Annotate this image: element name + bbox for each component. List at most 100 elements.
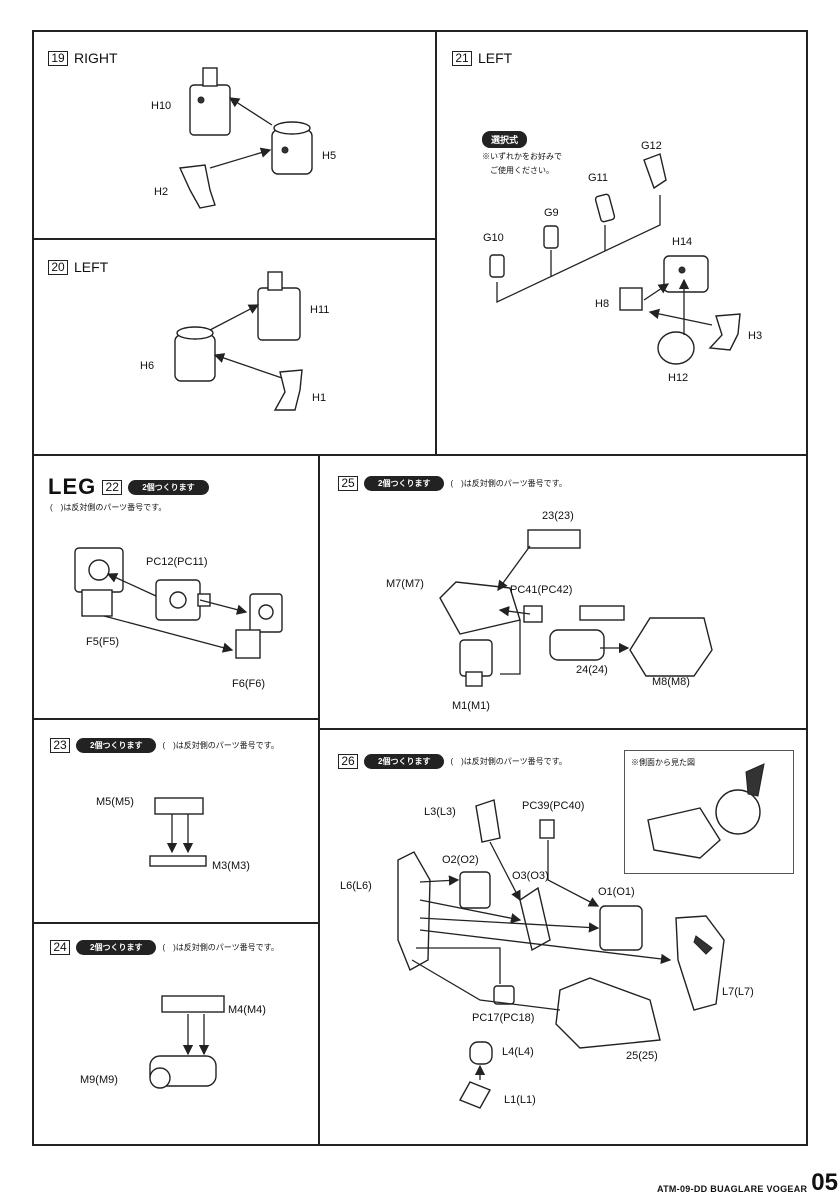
optional-badge: 選択式 bbox=[482, 131, 528, 148]
label-m9: M9(M9) bbox=[80, 1074, 118, 1086]
step-26-header: 26 2個つくります ( )は反対側のパーツ番号です。 bbox=[338, 754, 567, 769]
step-20-header: 20 LEFT bbox=[48, 259, 108, 275]
label-f6: F6(F6) bbox=[232, 678, 265, 690]
side-view-inset: ※側面から見た図 bbox=[624, 750, 794, 874]
label-l6: L6(L6) bbox=[340, 880, 372, 892]
label-pc41: PC41(PC42) bbox=[510, 584, 573, 596]
assembly-arrow bbox=[419, 929, 672, 965]
label-h12: H12 bbox=[668, 372, 689, 384]
optional-parts-callout: 選択式 ※いずれかをお好みで ご使用ください。 bbox=[482, 130, 562, 176]
assembly-arrow bbox=[497, 545, 531, 592]
page-number: 05 bbox=[811, 1169, 838, 1196]
page-footer: ATM-09-DD BUAGLARE VOGEAR 05 bbox=[656, 1169, 838, 1196]
part-g9 bbox=[543, 225, 559, 249]
part-h5 bbox=[271, 121, 313, 175]
assembly-line bbox=[416, 947, 501, 984]
opposite-side-note: ( )は反対側のパーツ番号です。 bbox=[162, 943, 279, 952]
assembly-arrow bbox=[209, 304, 260, 331]
side-view-note: ※側面から見た図 bbox=[631, 758, 695, 767]
assembly-arrow bbox=[103, 615, 234, 653]
step-number: 20 bbox=[48, 259, 68, 275]
step-26-panel bbox=[318, 728, 808, 1146]
step-24-header: 24 2個つくります ( )は反対側のパーツ番号です。 bbox=[50, 940, 279, 955]
part-pc12 bbox=[155, 579, 211, 621]
part-m5 bbox=[154, 797, 204, 815]
label-h3: H3 bbox=[748, 330, 763, 342]
label-pc12: PC12(PC11) bbox=[146, 556, 208, 568]
part-h2 bbox=[178, 164, 216, 209]
part-pc17 bbox=[493, 985, 515, 1005]
assembly-arrow bbox=[419, 875, 460, 886]
assembly-arrow bbox=[419, 899, 522, 924]
part-h11 bbox=[257, 271, 301, 341]
label-o1: O1(O1) bbox=[598, 886, 635, 898]
label-h6: H6 bbox=[140, 360, 155, 372]
assembly-line bbox=[500, 620, 521, 675]
step-21-header: 21 LEFT bbox=[452, 50, 512, 66]
label-g10: G10 bbox=[483, 232, 504, 244]
part-m3 bbox=[149, 855, 207, 867]
step-number: 22 bbox=[102, 479, 123, 495]
assembly-arrow bbox=[228, 97, 273, 126]
opposite-side-note: ( )は反対側のパーツ番号です。 bbox=[450, 479, 567, 488]
assembly-arrow bbox=[489, 841, 521, 902]
step-19-header: 19 RIGHT bbox=[48, 50, 118, 66]
label-l3: L3(L3) bbox=[424, 806, 456, 818]
assembly-line bbox=[411, 959, 561, 1011]
make-two-badge: 2個つくります bbox=[128, 479, 209, 495]
label-g12: G12 bbox=[641, 140, 662, 152]
part-pc39 bbox=[539, 819, 555, 839]
step-25-header: 25 2個つくります ( )は反対側のパーツ番号です。 bbox=[338, 476, 567, 491]
label-h10: H10 bbox=[151, 100, 172, 112]
make-two-badge: 2個つくります bbox=[364, 476, 445, 491]
part-h6 bbox=[174, 326, 216, 382]
part-m4 bbox=[161, 995, 225, 1013]
label-ref-25: 25(25) bbox=[626, 1050, 658, 1062]
label-l1: L1(L1) bbox=[504, 1094, 536, 1106]
label-m4: M4(M4) bbox=[228, 1004, 266, 1016]
step-number: 23 bbox=[50, 738, 70, 753]
part-ref-23 bbox=[527, 529, 581, 549]
opposite-side-note: ( )は反対側のパーツ番号です。 bbox=[450, 757, 567, 766]
step-22-header: LEG 22 2個つくります bbox=[48, 474, 209, 500]
step-title: RIGHT bbox=[74, 50, 118, 66]
part-h12 bbox=[657, 331, 695, 365]
product-code: ATM-09-DD BUAGLARE VOGEAR bbox=[656, 1184, 808, 1194]
assembly-arrow bbox=[209, 147, 272, 169]
assembly-arrow bbox=[498, 606, 531, 617]
label-h2: H2 bbox=[154, 186, 169, 198]
part-l6 bbox=[397, 851, 431, 971]
step-title: LEFT bbox=[478, 50, 513, 66]
label-h8: H8 bbox=[595, 298, 610, 310]
label-m3: M3(M3) bbox=[212, 860, 250, 872]
make-two-badge: 2個つくります bbox=[76, 738, 157, 753]
label-l4: L4(L4) bbox=[502, 1046, 534, 1058]
assembly-arrow bbox=[419, 917, 600, 933]
part-o3 bbox=[519, 886, 551, 952]
step-number: 19 bbox=[48, 50, 68, 66]
step-number: 25 bbox=[338, 476, 358, 491]
assembly-arrow bbox=[213, 353, 283, 379]
assembly-arrow bbox=[643, 283, 670, 301]
step-23-header: 23 2個つくります ( )は反対側のパーツ番号です。 bbox=[50, 738, 279, 753]
part-f5 bbox=[74, 547, 124, 617]
opposite-side-note: ( )は反対側のパーツ番号です。 bbox=[50, 503, 167, 512]
assembly-arrow bbox=[648, 308, 713, 326]
make-two-badge: 2個つくります bbox=[364, 754, 445, 769]
part-h1 bbox=[273, 369, 303, 411]
step-number: 21 bbox=[452, 50, 472, 66]
label-o2: O2(O2) bbox=[442, 854, 479, 866]
part-g10 bbox=[489, 254, 505, 278]
part-ref-25 bbox=[555, 977, 661, 1049]
label-h1: H1 bbox=[312, 392, 327, 404]
part-h14 bbox=[663, 255, 709, 293]
label-h11: H11 bbox=[310, 304, 330, 316]
label-h14: H14 bbox=[672, 236, 693, 248]
part-l4 bbox=[469, 1041, 493, 1065]
part-ref-24 bbox=[549, 605, 625, 661]
label-m7: M7(M7) bbox=[386, 578, 424, 590]
part-h8 bbox=[619, 287, 643, 311]
part-o2 bbox=[459, 871, 491, 909]
part-l3 bbox=[475, 799, 501, 843]
